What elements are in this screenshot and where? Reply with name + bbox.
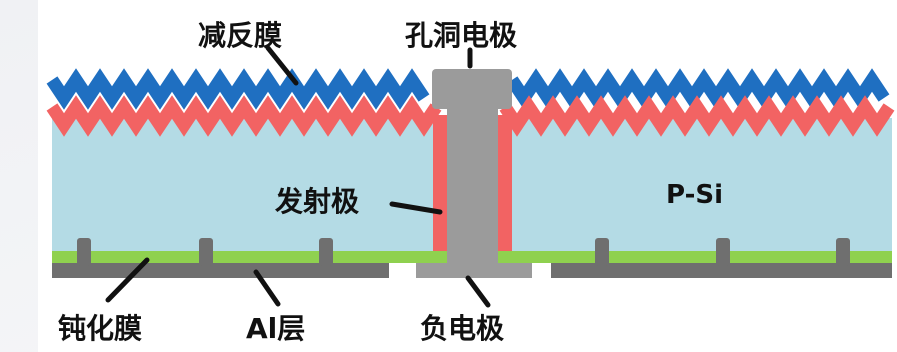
negative-electrode xyxy=(416,263,532,278)
anti-reflection-film-left xyxy=(46,68,430,110)
al-contact-finger xyxy=(199,238,213,266)
label-passivation-film: 钝化膜 xyxy=(58,312,142,345)
al-contact-finger xyxy=(595,238,609,266)
al-layer-segment xyxy=(551,263,892,278)
al-contact-fingers xyxy=(77,238,850,266)
emitter-wall-left xyxy=(433,115,448,253)
emitter-layer-left xyxy=(46,95,442,137)
leader-passivation xyxy=(105,257,150,303)
emitter-layer-right xyxy=(499,95,895,137)
leader-negative-electrode xyxy=(465,275,491,308)
al-contact-finger xyxy=(716,238,730,266)
label-p-si: P-Si xyxy=(666,180,723,210)
al-contact-finger xyxy=(77,238,91,266)
al-contact-finger xyxy=(319,238,333,266)
label-al-layer: Al层 xyxy=(246,312,305,345)
label-hole-electrode: 孔洞电极 xyxy=(405,19,517,52)
al-layer-segment xyxy=(52,263,389,278)
emitter-wall-right xyxy=(497,115,512,253)
leader-al-layer xyxy=(253,269,281,307)
hole-electrode-shaft xyxy=(447,104,498,266)
label-anti-reflection-film: 减反膜 xyxy=(198,19,282,52)
leader-emitter xyxy=(389,201,443,215)
leader-anti-reflection xyxy=(265,45,299,86)
label-negative-electrode: 负电极 xyxy=(420,312,504,345)
label-emitter: 发射极 xyxy=(274,185,359,218)
al-contact-finger xyxy=(836,238,850,266)
hole-electrode xyxy=(432,69,512,109)
anti-reflection-film-right xyxy=(506,68,890,110)
